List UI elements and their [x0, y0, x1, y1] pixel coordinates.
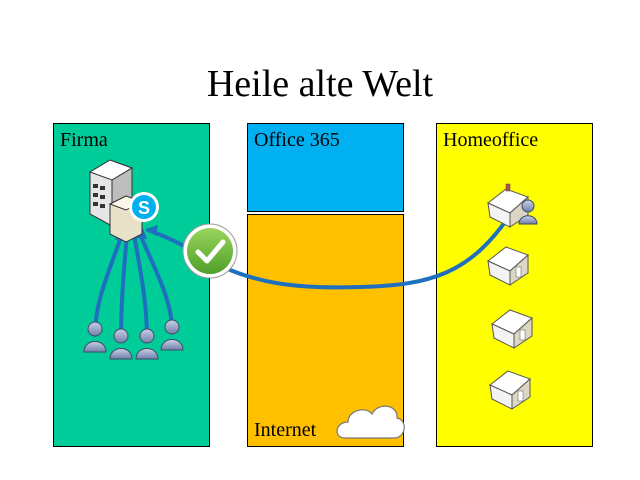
- connection-user-3: [132, 232, 149, 342]
- house-icon: [491, 309, 533, 349]
- connection-user-1: [93, 232, 124, 337]
- zone-internet-label: Internet: [254, 419, 317, 441]
- cloud-icon: [336, 405, 405, 439]
- slide-title: Heile alte Welt: [206, 63, 434, 105]
- user-icon: [135, 328, 159, 360]
- user-icon: [160, 319, 184, 351]
- zone-office365: Office 365: [247, 123, 404, 212]
- skype-icon: S: [129, 192, 159, 222]
- svg-text:S: S: [138, 198, 150, 218]
- checkmark-badge-icon: [182, 223, 238, 279]
- connection-user-2: [119, 232, 129, 342]
- house-icon: [489, 370, 531, 410]
- connection-lines: [93, 210, 514, 342]
- house-icon: [487, 246, 529, 286]
- arrowhead-remote: [146, 225, 158, 236]
- user-icon: [83, 321, 107, 353]
- zone-office365-label: Office 365: [254, 129, 340, 151]
- user-icon: [109, 328, 133, 360]
- user-icon: [518, 199, 538, 225]
- zone-homeoffice-label: Homeoffice: [443, 129, 539, 151]
- zone-firma-label: Firma: [60, 129, 108, 151]
